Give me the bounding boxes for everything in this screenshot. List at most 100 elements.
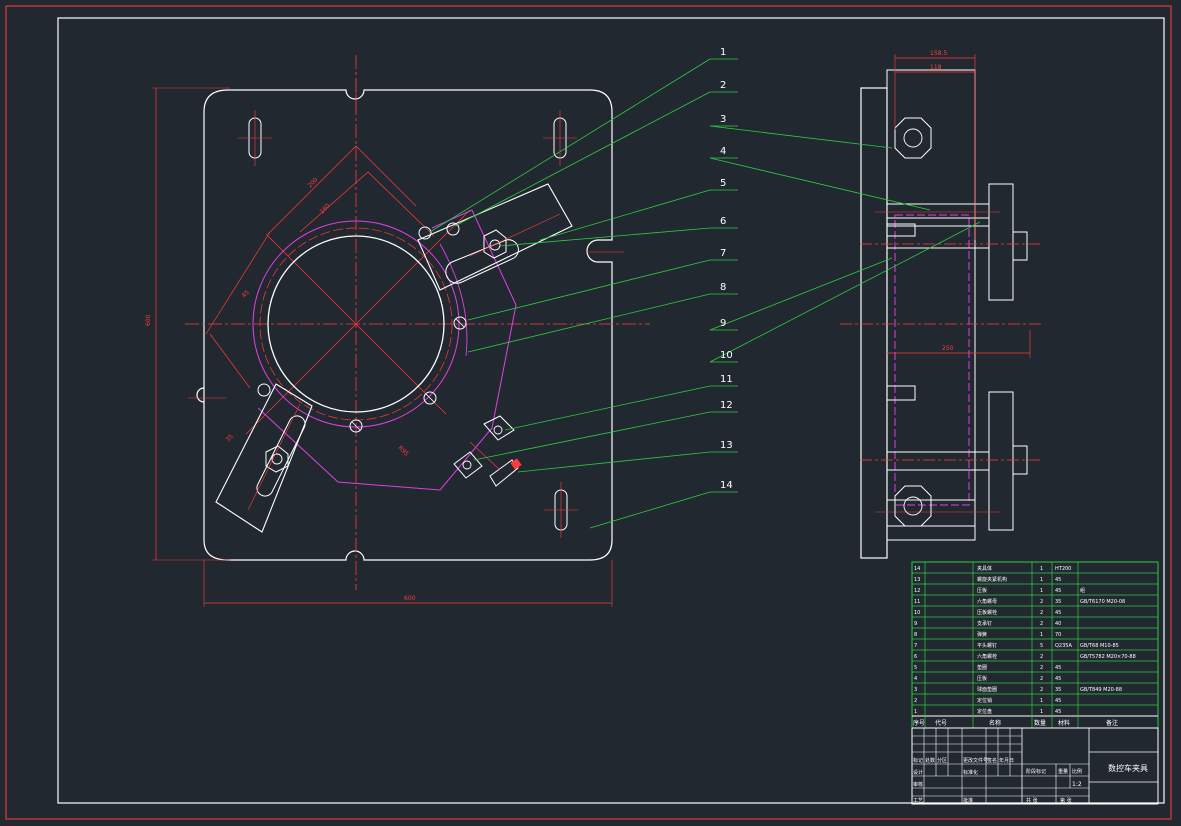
bom-cell: 1 xyxy=(1040,566,1043,572)
leader-label: 12 xyxy=(720,400,733,411)
bom-cell: 45 xyxy=(1055,698,1061,704)
bom-cell: 45 xyxy=(1055,676,1061,682)
bom-cell: Q235A xyxy=(1055,643,1072,649)
bom-cell: 45 xyxy=(1055,588,1061,594)
leader-label: 1 xyxy=(720,47,726,58)
bom-cell: 3 xyxy=(914,687,917,693)
dim-diag-b: 160 xyxy=(318,202,331,215)
dim-diag-a: 200 xyxy=(306,176,319,189)
bom-cell: 35 xyxy=(1055,599,1061,605)
side-inner-body xyxy=(894,214,970,506)
dim-small-b: R95 xyxy=(397,444,410,457)
bom-cell: 35 xyxy=(1055,687,1061,693)
leader-label: 13 xyxy=(720,440,733,451)
tb-date: 年月日 xyxy=(999,757,1014,764)
leader-label: 10 xyxy=(720,350,733,361)
bom-cell: 2 xyxy=(1040,599,1043,605)
tb-standard: 标准化 xyxy=(963,769,978,776)
disk-screw-3 xyxy=(349,419,363,433)
leader-4: 4 xyxy=(709,146,931,211)
bom-cell: 六角螺栓 xyxy=(977,653,997,660)
bom-cell: GB/T5782 M20×70-88 xyxy=(1080,654,1136,660)
bom-header-cell: 材料 xyxy=(1058,719,1070,727)
bom-cell: 5 xyxy=(1040,643,1043,649)
tb-sheets: 共 张 xyxy=(1026,797,1038,804)
bom-cell: 45 xyxy=(1055,577,1061,583)
bom-cell: 1 xyxy=(1040,709,1043,715)
bom-cell: 2 xyxy=(1040,621,1043,627)
bom-cell: 2 xyxy=(1040,610,1043,616)
main-bore xyxy=(267,235,445,413)
tb-change-doc: 更改文件号 xyxy=(963,757,988,764)
bom-cell: 11 xyxy=(914,599,920,605)
bom-cell: 压板螺栓 xyxy=(977,609,997,616)
tb-check: 审核 xyxy=(913,781,923,788)
leader-label: 5 xyxy=(720,178,726,189)
bom-cell: 2 xyxy=(1040,654,1043,660)
tb-approve: 批准 xyxy=(963,797,973,804)
leader-label: 14 xyxy=(720,480,733,491)
base-plate xyxy=(196,89,613,561)
bom-cell: 夹具体 xyxy=(977,565,992,572)
disk-screw-1 xyxy=(453,316,467,330)
bom-header-cell: 序号 xyxy=(913,719,925,727)
leader-5: 5 xyxy=(539,178,738,241)
bom-cell: 2 xyxy=(1040,676,1043,682)
dim-front-width: 600 xyxy=(404,595,416,602)
side-top-nut xyxy=(894,117,932,159)
side-view: 158.5 118 250 xyxy=(840,50,1044,559)
bom-cell: 六角螺母 xyxy=(977,598,997,605)
tb-ratio: 比例 xyxy=(1072,768,1082,775)
side-lower-nut xyxy=(988,391,1014,531)
leader-11: 11 xyxy=(504,374,738,431)
leader-label: 7 xyxy=(720,248,726,259)
bom-cell: 10 xyxy=(914,610,920,616)
support-body xyxy=(257,209,517,491)
side-base-plate xyxy=(860,87,888,559)
bom-cell: 45 xyxy=(1055,709,1061,715)
bom-cell: GB/T6170 M20-08 xyxy=(1080,599,1125,605)
tb-count: 处数 xyxy=(925,757,935,764)
bom-cell: 螺旋夹紧机构 xyxy=(977,576,1007,583)
dim-ext-2 xyxy=(209,333,251,389)
dim-box-1 xyxy=(267,145,417,235)
bom-cell: 1 xyxy=(1040,698,1043,704)
dim-ext-1 xyxy=(205,231,271,335)
bom-cell: 1 xyxy=(1040,577,1043,583)
leader-label: 2 xyxy=(720,80,726,91)
outer-frame xyxy=(5,5,1172,820)
leader-14: 14 xyxy=(589,480,738,529)
inner-frame xyxy=(57,17,1165,804)
bom-cell: 4 xyxy=(914,676,917,682)
bom-header-cell: 数量 xyxy=(1034,719,1046,727)
bom-header-cell: 代号 xyxy=(935,719,947,727)
mount-slot-br xyxy=(544,482,578,538)
leader-label: 11 xyxy=(720,374,733,385)
tb-sign: 签名 xyxy=(987,757,997,764)
side-body xyxy=(886,69,976,541)
bom-cell: 组 xyxy=(1080,587,1085,594)
bom-cell: 8 xyxy=(914,632,917,638)
bom-header-cell: 备注 xyxy=(1106,719,1118,727)
leader-6: 6 xyxy=(499,216,738,247)
tb-scale-value: 1:2 xyxy=(1072,781,1082,788)
upper-clamp xyxy=(417,183,573,291)
lower-clamp xyxy=(215,383,313,533)
mount-slot-tr xyxy=(543,110,577,166)
front-view: 200 160 45 35 R95 xyxy=(145,55,650,607)
bom-cell: 12 xyxy=(914,588,920,594)
support-inner xyxy=(439,243,468,357)
bom-cell: HT200 xyxy=(1055,566,1071,572)
